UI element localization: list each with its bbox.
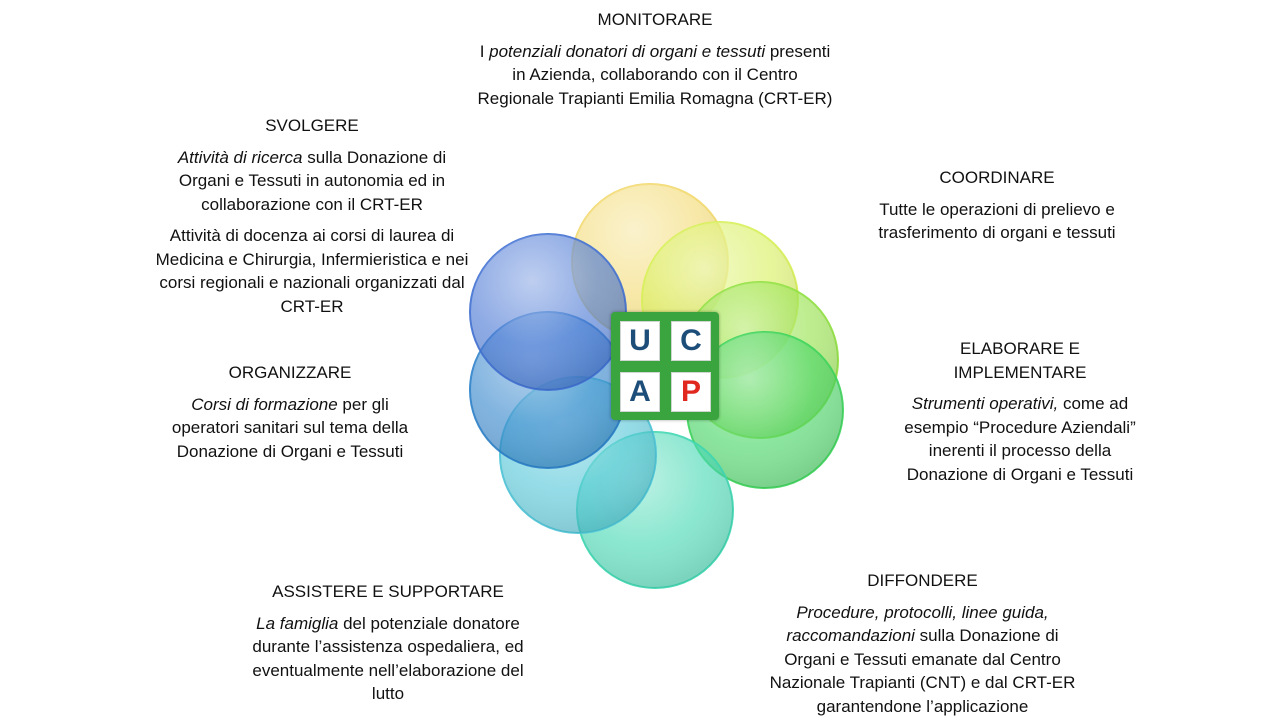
section-heading: ORGANIZZARE [228,363,352,382]
section-body: I potenziali donatori di organi e tessut… [475,40,835,111]
section-body: Tutte le operazioni di prelievo e trasfe… [878,199,1116,243]
body-text: presenti in Azienda, collaborando con il… [477,41,833,108]
section-elaborare: ELABORARE E IMPLEMENTARE Strumenti opera… [895,337,1145,486]
body-italic: potenziali donatori di organi e tessuti [489,41,766,61]
section-body-secondary: Attività di docenza ai corsi di laurea d… [155,226,469,316]
section-coordinare: COORDINARE Tutte le operazioni di prelie… [867,166,1127,245]
body-prefix: I [479,41,490,61]
section-body: Corsi di formazione per gli operatori sa… [165,393,415,464]
body-text: del potenziale donatore durante l’assist… [252,613,524,704]
logo-letter-u: U [620,321,660,361]
body-italic: Corsi di formazione [191,394,338,414]
body-italic: Attività di ricerca [177,147,303,167]
section-heading: SVOLGERE [265,116,359,135]
body-text: come ad esempio “Procedure Aziendali” in… [904,394,1136,484]
body-italic: Procedure, protocolli, linee guida, racc… [786,602,1049,646]
petal-indigo-gloss [470,234,626,390]
section-body: La famiglia del potenziale donatore dura… [250,612,526,706]
section-heading: ASSISTERE E SUPPORTARE [272,582,504,601]
section-body: Strumenti operativi, come ad esempio “Pr… [895,392,1145,486]
body-text: sulla Donazione di Organi e Tessuti eman… [769,626,1076,716]
body-italic: Strumenti operativi, [911,394,1059,413]
section-body: Procedure, protocolli, linee guida, racc… [760,601,1085,719]
body-text: per gli operatori sanitari sul tema dell… [171,394,409,461]
section-assistere: ASSISTERE E SUPPORTARE La famiglia del p… [250,580,526,706]
section-heading: COORDINARE [939,168,1055,187]
section-monitorare: MONITORARE I potenziali donatori di orga… [475,8,835,110]
section-svolgere: SVOLGERE Attività di ricerca sulla Donaz… [152,114,472,318]
section-heading: ELABORARE E IMPLEMENTARE [953,339,1087,382]
logo-letter-p: P [671,372,711,412]
logo-letter-a: A [620,372,660,412]
section-body: Attività di ricerca sulla Donazione di O… [152,146,472,217]
section-diffondere: DIFFONDERE Procedure, protocolli, linee … [760,569,1085,718]
ucap-logo: U C A P [611,312,719,420]
logo-letter-c: C [671,321,711,361]
section-heading: MONITORARE [597,10,713,29]
body-italic: La famiglia [256,613,339,633]
petal-green-gloss [687,332,843,488]
body-text: sulla Donazione di Organi e Tessuti in a… [178,147,447,214]
section-heading: DIFFONDERE [867,571,978,590]
section-organizzare: ORGANIZZARE Corsi di formazione per gli … [165,361,415,463]
